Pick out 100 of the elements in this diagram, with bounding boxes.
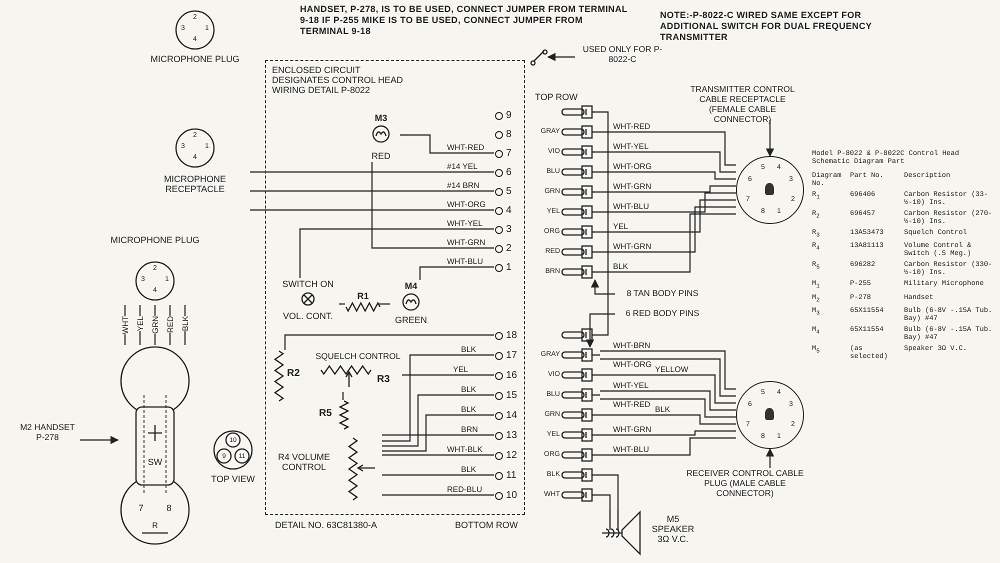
wire-label: RED-BLU [446,485,484,494]
connector-circle [736,381,804,449]
part-label: M3 [374,113,388,123]
wire [600,213,736,273]
wire-label: BLK [612,262,630,271]
connector-circle [736,156,804,224]
wire-label: WHT-BLU [446,257,484,266]
wire-label: BLK [180,316,191,332]
wire [250,209,494,211]
lamp-label: GREEN [394,315,428,325]
terminal-number: 7 [506,149,512,159]
wire [342,392,344,400]
wire-label: #14 BRN [446,181,480,190]
wire-label: YEL [135,316,146,332]
connector-caption: MICROPHONE PLUG [110,235,200,245]
view-label: TOP VIEW [210,474,256,484]
row-label: TOP ROW [535,92,578,103]
wire [284,334,494,350]
wire [600,199,736,233]
wire-label: WHT-YEL [612,381,650,390]
wire [382,494,494,496]
wire-label: WHT [120,316,131,334]
terminal-number: 1 [506,263,512,273]
wire-label: WHT-BLU [612,202,650,211]
wire-label: BLK [460,385,478,394]
wire-label: WHT-YEL [612,142,650,151]
part-label: R3 [377,375,390,385]
wire [419,266,494,280]
callout-text: 6 RED BODY PINS [624,308,700,318]
wire [382,414,494,452]
wire [371,162,494,249]
wire [600,206,736,253]
wire [382,354,494,442]
terminal-number: 6 [506,168,512,178]
leader-arrow [766,448,774,468]
wire-label: GRN [150,316,161,334]
terminal-number: 13 [506,431,518,441]
connector-caption: MICROPHONE PLUG [150,54,240,64]
pin-number: 8 [165,503,172,513]
terminal-number: 5 [506,187,512,197]
wire-label: BLK [460,345,478,354]
wire-label: BLK [460,465,478,474]
wire [382,434,494,436]
wire-label: WHT-ORG [612,162,653,171]
row-label: BOTTOM ROW [455,520,518,531]
wire [600,151,736,173]
terminal-number: 2 [506,244,512,254]
callout-text: 8 TAN BODY PINS [626,288,700,298]
wire-label: WHT-BRN [612,341,652,350]
connector-caption: MICROPHONE RECEPTACLE [162,174,227,194]
wire-label: YEL [612,222,630,231]
wire [400,134,494,154]
wire-label: WHT-RED [446,143,486,152]
wire [402,374,494,376]
wire-label: BLK [460,405,478,414]
wire-label: WHT-GRN [612,425,652,434]
leader-arrow [766,120,774,157]
lamp-label: RED [370,151,392,161]
wire-label: BRN [460,425,479,434]
pin-number: R [151,521,159,531]
wire [600,358,736,397]
enclosure-title: ENCLOSED CIRCUIT DESIGNATES CONTROL HEAD WIRING DETAIL P-8022 [272,65,404,95]
wire-label: YELLOW [654,365,690,374]
wire [600,414,736,425]
part-label: M4 [404,281,418,291]
wire [299,228,494,278]
wire-label: WHT-GRN [446,238,486,247]
wire [600,374,736,404]
part-label: R2 [287,369,300,379]
wire [600,192,736,213]
wire-label: WHT-YEL [446,219,484,228]
wire [382,474,494,476]
wire-label: YEL [452,365,470,374]
terminal-number: 11 [506,471,516,481]
wire [600,171,736,180]
leader-arrow [590,279,615,295]
wire [600,185,736,193]
note-text: HANDSET, P-278, IS TO BE USED, CONNECT JUMPER FROM TERMINAL 9-18 IF P-255 MIKE IS TO BE USED, CONNECT JUMPER FROM TERMINAL 9-18 [300,4,628,37]
connector-caption: RECEIVER CONTROL CABLE PLUG (MALE CABLE CONNECTOR) [685,468,805,498]
terminal-number: 8 [506,130,512,140]
wire-label: WHT-ORG [446,200,487,209]
control-label: SQUELCH CONTROL [314,351,402,361]
wire [250,171,494,173]
wire [600,494,611,510]
wire-label: BLK [654,405,672,414]
switch-label: SWITCH ON [281,279,335,289]
terminal-number: 12 [506,451,518,461]
terminal-number: 18 [506,331,518,341]
part-label: R1 [356,291,370,301]
wire [382,394,494,447]
terminal-number: 14 [506,411,518,421]
detail-number: DETAIL NO. 63C81380-A [275,520,378,531]
wire [600,398,736,418]
callout-text: M2 HANDSET P-278 [19,422,76,442]
terminal-number: 17 [506,351,518,361]
wire-label: WHT-BLK [446,445,484,454]
wire [600,430,736,436]
wire-label: RED [165,316,176,333]
wire [600,390,736,411]
leader-arrow [80,436,119,444]
